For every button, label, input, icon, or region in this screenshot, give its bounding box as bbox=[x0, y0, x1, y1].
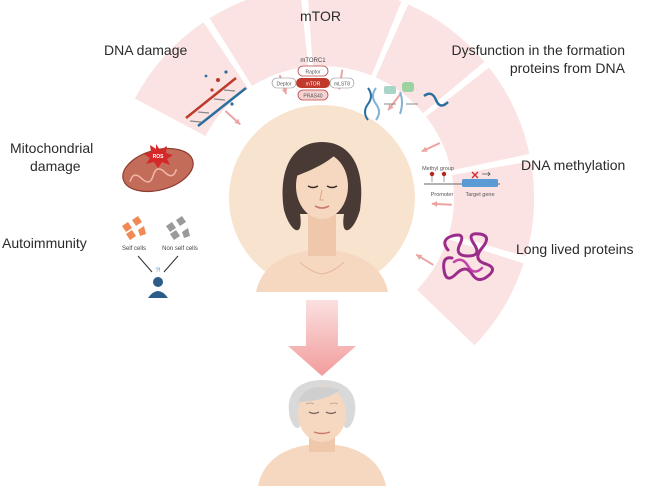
label-mitochondrial-line1: Mitochondrial bbox=[10, 140, 94, 156]
old-woman-figure bbox=[258, 380, 386, 486]
arrowhead-autoimmunity bbox=[234, 118, 241, 125]
ros-label: ROS bbox=[153, 154, 165, 160]
arrowhead-mitochondrial-damage bbox=[281, 88, 288, 94]
label-mitochondrial-line2: damage bbox=[30, 158, 81, 174]
label-dna-damage: DNA damage bbox=[104, 42, 188, 58]
label-mtor: mTOR bbox=[300, 8, 341, 24]
arrowhead-long-lived-proteins bbox=[416, 254, 423, 260]
label-dysfunction: Dysfunction in the formation proteins fr… bbox=[425, 41, 625, 77]
long-lived-proteins-icon bbox=[442, 232, 494, 281]
mtorc1-title: mTORC1 bbox=[300, 58, 326, 64]
label-long-lived-proteins: Long lived proteins bbox=[516, 241, 634, 257]
mitochondrion-ros-icon: ROS bbox=[122, 144, 194, 193]
methyl-group-label: Methyl group bbox=[422, 166, 454, 172]
dna-damage-icon bbox=[185, 70, 247, 127]
label-dysfunction-line1: Dysfunction in the formation bbox=[451, 42, 625, 58]
sector-dna-damage bbox=[308, 0, 402, 76]
label-dysfunction-line2: proteins from DNA bbox=[509, 60, 625, 76]
mtorc1-mtor: mTOR bbox=[306, 82, 321, 88]
question-mark: ?! bbox=[155, 268, 160, 274]
arrowhead-mtor bbox=[388, 104, 394, 111]
promoter-label: Promoter bbox=[431, 192, 454, 198]
autoimmunity-icon: Self cells Non self cells ?! bbox=[122, 216, 198, 298]
arrowhead-protein-formation bbox=[421, 146, 428, 152]
sector-mitochondrial-damage bbox=[209, 0, 309, 87]
arrowhead-dna-methylation bbox=[431, 201, 438, 207]
mtorc1-mlst8: mLST8 bbox=[334, 82, 350, 88]
non-self-cells-label: Non self cells bbox=[162, 246, 198, 252]
label-mitochondrial-damage: Mitochondrial damage bbox=[10, 139, 93, 175]
label-autoimmunity: Autoimmunity bbox=[2, 235, 87, 251]
protein-formation-icon bbox=[364, 82, 449, 121]
young-woman-figure bbox=[256, 142, 388, 292]
mtorc1-deptor: Deptor bbox=[276, 82, 291, 88]
self-cells-label: Self cells bbox=[122, 246, 146, 252]
big-down-arrow bbox=[288, 300, 356, 376]
target-gene-label: Target gene bbox=[465, 192, 494, 198]
label-dna-methylation: DNA methylation bbox=[521, 157, 626, 173]
mtorc1-raptor: Raptor bbox=[305, 70, 320, 76]
dna-methylation-icon: Methyl group Promoter Target gene bbox=[422, 166, 500, 198]
sector-protein-formation bbox=[426, 67, 530, 171]
mtorc1-complex-icon: mTORC1 Raptor mTOR Deptor mLST8 PRAS40 bbox=[271, 58, 355, 101]
mtorc1-pras40: PRAS40 bbox=[303, 94, 322, 100]
